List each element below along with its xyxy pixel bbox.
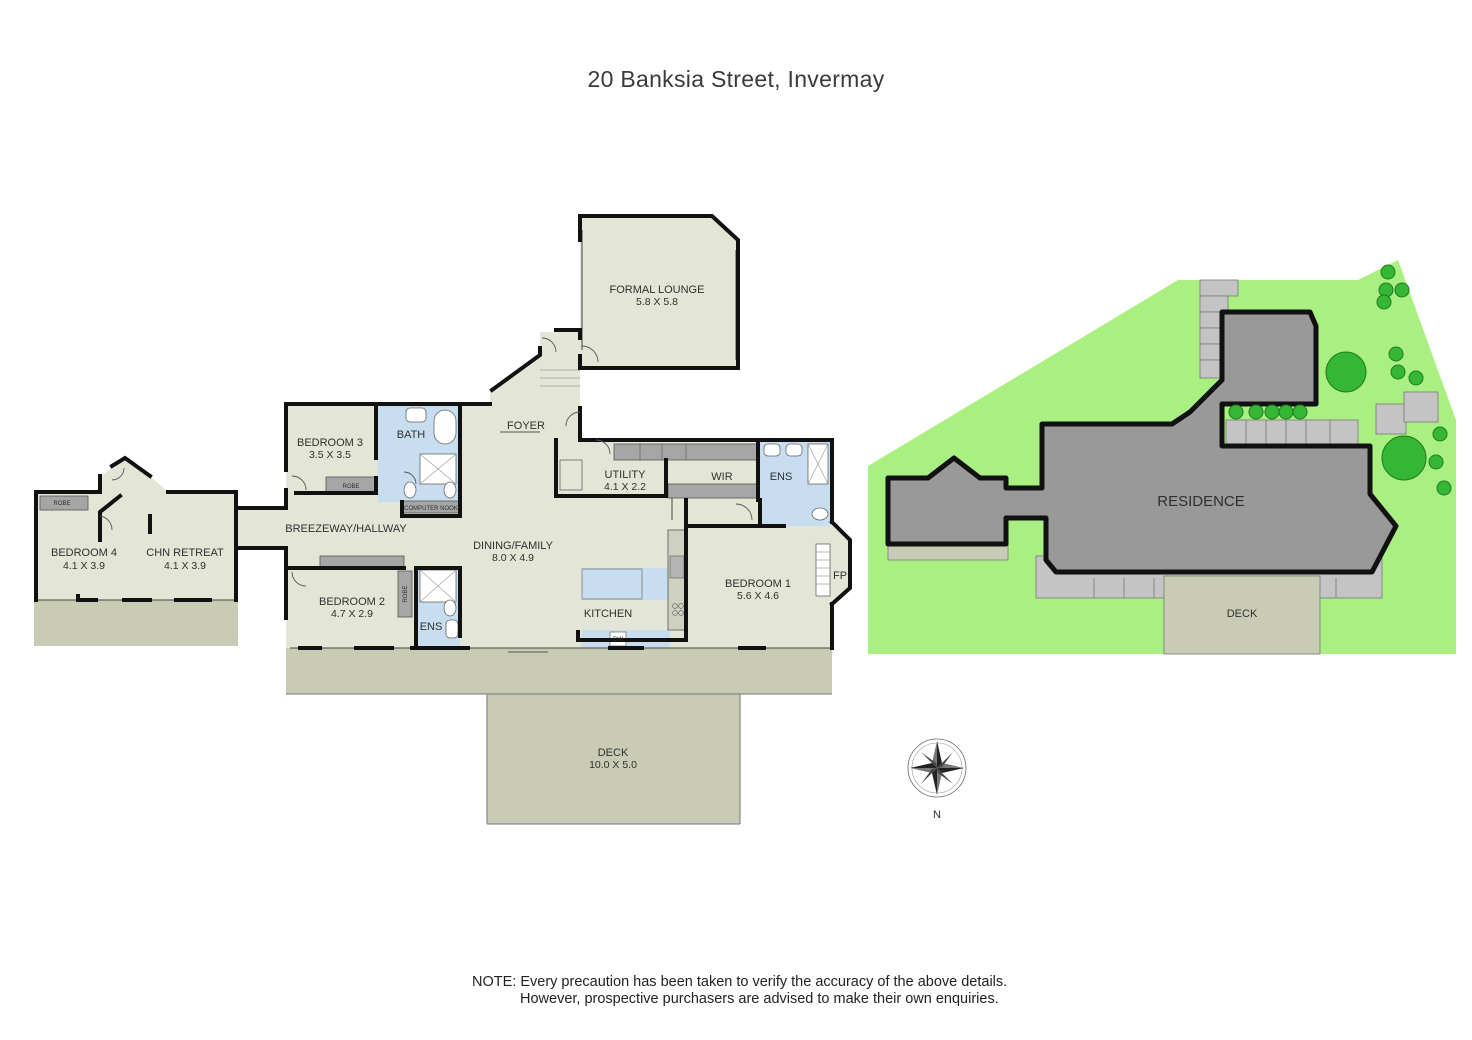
side-deck [34, 600, 238, 646]
site-deck-label: DECK [1227, 608, 1258, 620]
robe2-label: ROBE [403, 585, 409, 602]
compass-north-label: N [933, 809, 941, 821]
utility-name: UTILITY [605, 469, 647, 481]
shrub-icon [1228, 404, 1244, 420]
formal-lounge-dims: 5.8 X 5.8 [636, 296, 678, 308]
chn-retreat-name: CHN RETREAT [146, 547, 224, 559]
shrub-icon [1264, 404, 1280, 420]
trees [1228, 264, 1452, 496]
shrub-icon [1248, 404, 1264, 420]
chn-retreat-dims: 4.1 X 3.9 [164, 560, 206, 572]
dining-name: DINING/FAMILY [473, 540, 554, 552]
north-compass [907, 738, 967, 798]
fixtures [39, 369, 831, 647]
foyer-name: FOYER [507, 420, 545, 432]
deck-areas [34, 600, 832, 825]
main-deck [487, 694, 740, 824]
robe4-label: ROBE [53, 501, 70, 507]
bedroom4-dims: 4.1 X 3.9 [63, 560, 105, 572]
kitchen-name: KITCHEN [584, 608, 632, 620]
fp-label: FP [833, 570, 847, 582]
shrub-icon [1436, 480, 1452, 496]
breezeway-name: BREEZEWAY/HALLWAY [285, 523, 407, 535]
room-labels: FORMAL LOUNGE 5.8 X 5.8 FOYER BATH BEDRO… [51, 284, 1258, 821]
bedroom1-name: BEDROOM 1 [725, 578, 791, 590]
deck-dims: 10.0 X 5.0 [589, 759, 637, 771]
dining-dims: 8.0 X 4.9 [492, 552, 534, 564]
residence-label: RESIDENCE [1157, 493, 1245, 510]
bedroom2-dims: 4.7 X 2.9 [331, 608, 373, 620]
residence-footprint [885, 309, 1399, 575]
shrub-icon [1380, 264, 1396, 280]
verandah-deck [286, 648, 832, 694]
shrub-icon [1388, 346, 1404, 362]
shrub-icon [1390, 364, 1406, 380]
site-deck [1163, 575, 1321, 655]
formal-lounge-name: FORMAL LOUNGE [610, 284, 705, 296]
walls [34, 214, 852, 650]
bedroom1-dims: 5.6 X 4.6 [737, 590, 779, 602]
shrub-icon [1376, 294, 1392, 310]
tree-icon [1325, 351, 1367, 393]
ens2-name: ENS [420, 621, 443, 633]
disclaimer-line-1: NOTE: Every precaution has been taken to… [472, 974, 1008, 990]
shrub-icon [1432, 426, 1448, 442]
shrub-icon [1278, 404, 1294, 420]
doors [99, 337, 753, 653]
tree-icon [1381, 435, 1427, 481]
utility-dims: 4.1 X 2.2 [604, 481, 646, 493]
computer-nook-label: COMPUTER NOOK [404, 506, 458, 512]
shrub-icon [1292, 404, 1308, 420]
bedroom3-dims: 3.5 X 3.5 [309, 449, 351, 461]
bedroom4-name: BEDROOM 4 [51, 547, 117, 559]
shrub-icon [1428, 454, 1444, 470]
shrub-icon [1394, 282, 1410, 298]
deck-name: DECK [598, 747, 629, 759]
bedroom2-name: BEDROOM 2 [319, 596, 385, 608]
site-plan [868, 260, 1456, 655]
plan-title: 20 Banksia Street, Invermay [587, 66, 885, 92]
disclaimer-line-2: However, prospective purchasers are advi… [520, 991, 999, 1007]
ens1-name: ENS [770, 471, 793, 483]
wir-name: WIR [711, 471, 732, 483]
dw-label: DW [613, 637, 623, 643]
robe3-label: ROBE [342, 484, 359, 490]
bath-name: BATH [397, 429, 426, 441]
shrub-icon [1408, 370, 1424, 386]
bedroom3-name: BEDROOM 3 [297, 437, 363, 449]
